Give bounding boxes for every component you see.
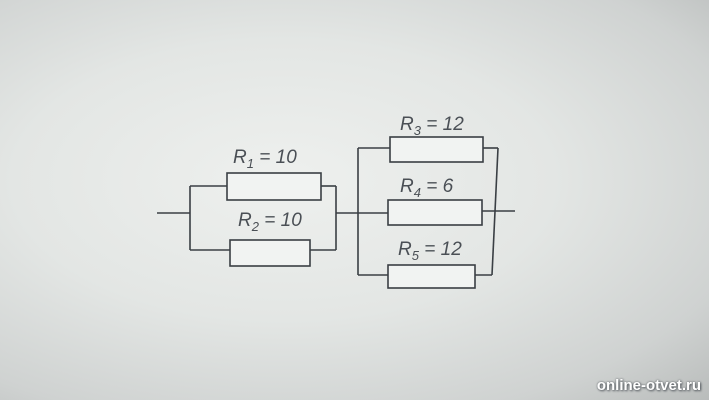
label-r2: R2 = 10	[238, 210, 302, 234]
resistor-r4	[387, 199, 483, 226]
label-r1: R1 = 10	[233, 147, 297, 171]
resistor-r5	[387, 264, 476, 289]
label-r4: R4 = 6	[400, 176, 454, 200]
label-r5: R5 = 12	[398, 239, 462, 263]
watermark: online-otvet.ru	[596, 377, 701, 394]
resistor-r3	[389, 136, 484, 163]
resistor-r2	[229, 239, 311, 267]
label-r3: R3 = 12	[400, 114, 464, 138]
resistor-r1	[226, 172, 322, 201]
